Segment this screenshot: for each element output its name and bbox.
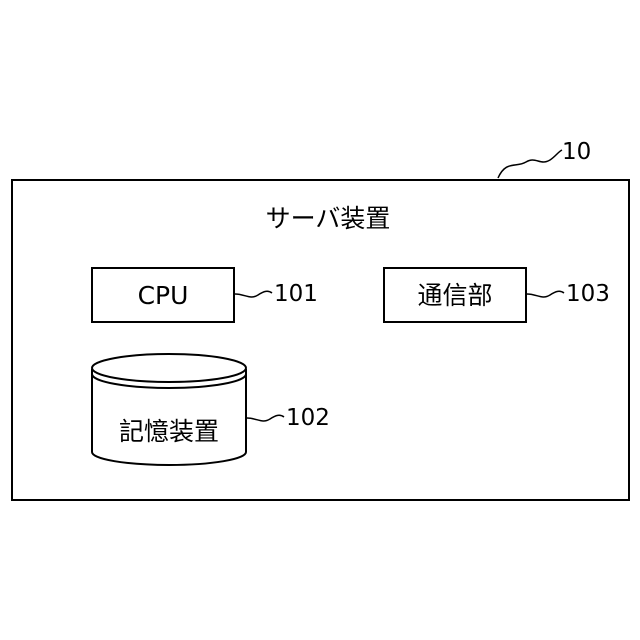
cpu-ref-leader	[235, 291, 272, 297]
comm-unit-label: 通信部	[417, 281, 492, 310]
server-ref-leader	[498, 150, 562, 178]
cpu-ref-number: 101	[274, 281, 318, 307]
server-title: サーバ装置	[266, 204, 391, 233]
storage-cylinder	[92, 354, 246, 465]
comm-unit-ref-number: 103	[566, 281, 610, 307]
storage-cylinder-top	[92, 354, 246, 382]
storage-ref-number: 102	[286, 405, 330, 431]
cpu-label: CPU	[138, 281, 189, 310]
storage-ref-leader	[247, 415, 284, 421]
server-ref-number: 10	[562, 139, 591, 165]
storage-label: 記憶装置	[119, 417, 219, 446]
comm-unit-ref-leader	[527, 291, 564, 297]
